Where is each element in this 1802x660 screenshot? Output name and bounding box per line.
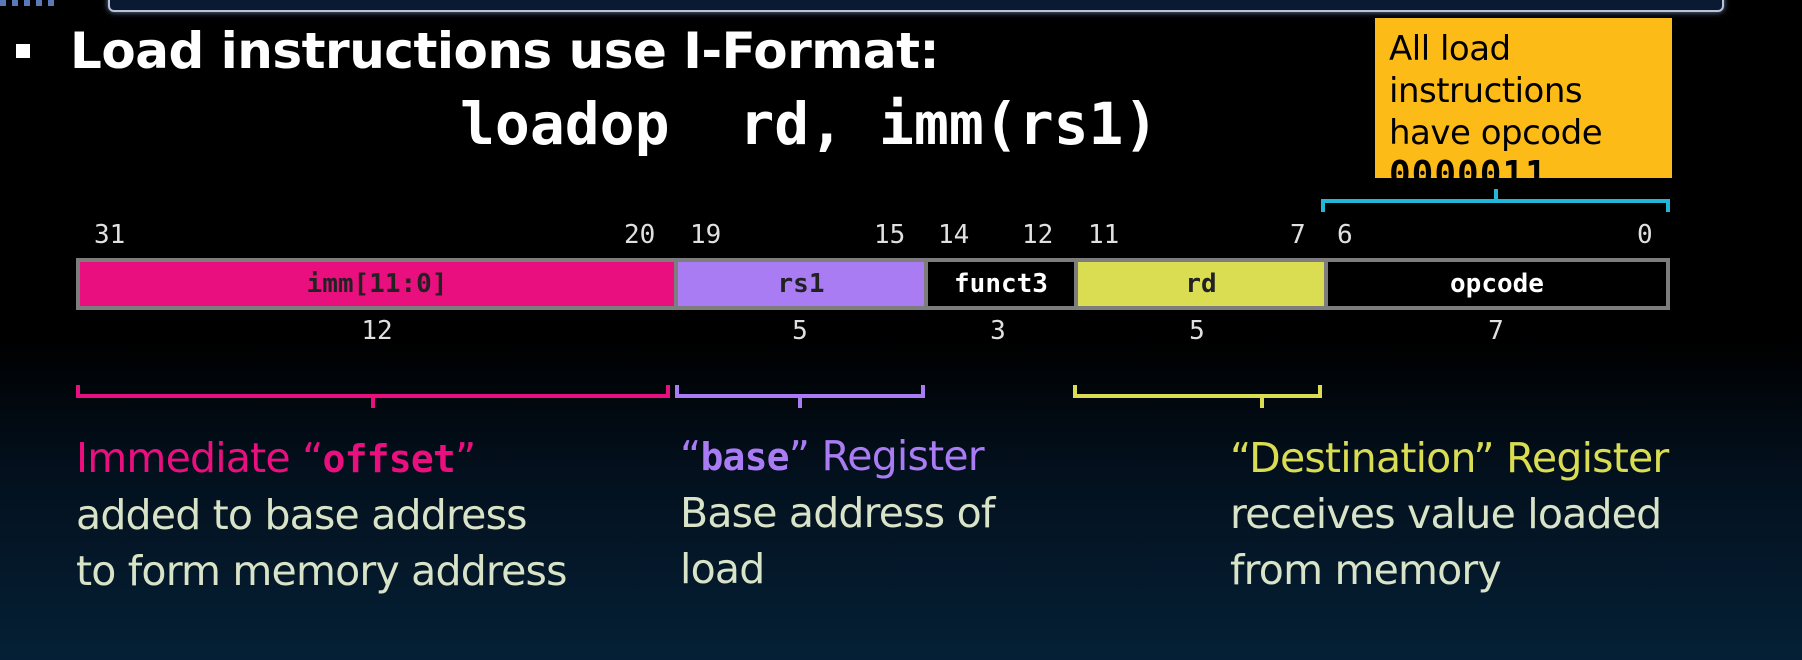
rs1-description-line-2: Base address of bbox=[680, 489, 995, 537]
imm-title-suffix: ” bbox=[454, 434, 476, 482]
bit-position-15: 15 bbox=[874, 220, 906, 250]
callout-bracket bbox=[1321, 189, 1670, 212]
rd-bracket bbox=[1073, 385, 1322, 408]
rs1-title-suffix: ” Register bbox=[788, 432, 985, 480]
instruction-format-bar: imm[11:0] rs1 funct3 rd opcode bbox=[76, 258, 1670, 310]
rs1-title-code: base bbox=[700, 435, 789, 479]
rd-description-line-2: receives value loaded bbox=[1230, 490, 1662, 538]
width-rs1: 5 bbox=[792, 316, 808, 346]
imm-title-prefix: Immediate “ bbox=[76, 434, 323, 482]
bit-position-0: 0 bbox=[1637, 220, 1653, 250]
rs1-description: “base” Register Base address of load bbox=[680, 428, 995, 597]
bit-position-19: 19 bbox=[690, 220, 722, 250]
rs1-bracket bbox=[675, 385, 925, 408]
rd-description-line-3: from memory bbox=[1230, 546, 1502, 594]
callout-line-3: 0000011. bbox=[1389, 154, 1672, 196]
width-rd: 5 bbox=[1189, 316, 1205, 346]
corner-decoration bbox=[0, 0, 60, 6]
width-imm: 12 bbox=[361, 316, 393, 346]
slide-heading: Load instructions use I-Format: bbox=[70, 22, 940, 80]
width-funct3: 3 bbox=[990, 316, 1006, 346]
field-funct3: funct3 bbox=[924, 258, 1078, 310]
bit-position-12: 12 bbox=[1022, 220, 1054, 250]
bullet-square-icon bbox=[16, 44, 30, 58]
imm-title-code: offset bbox=[322, 437, 456, 481]
rs1-description-line-3: load bbox=[680, 545, 765, 593]
bit-position-31: 31 bbox=[94, 220, 126, 250]
callout-line-2: have opcode bbox=[1389, 113, 1603, 153]
field-opcode: opcode bbox=[1324, 258, 1670, 310]
rs1-description-title: “base” Register bbox=[680, 428, 995, 485]
rd-description: “Destination” Register receives value lo… bbox=[1230, 430, 1669, 598]
title-bar-frame bbox=[108, 0, 1724, 12]
width-opcode: 7 bbox=[1488, 316, 1504, 346]
field-rd: rd bbox=[1074, 258, 1328, 310]
field-imm: imm[11:0] bbox=[76, 258, 678, 310]
opcode-callout: All load instructions have opcode 000001… bbox=[1375, 18, 1672, 195]
field-rs1: rs1 bbox=[674, 258, 928, 310]
callout-line-1: All load instructions bbox=[1389, 29, 1583, 111]
imm-description: Immediate “offset” added to base address… bbox=[76, 430, 567, 599]
imm-description-title: Immediate “offset” bbox=[76, 430, 567, 487]
callout-opcode-value: 0000011 bbox=[1389, 154, 1548, 195]
imm-bracket bbox=[76, 385, 670, 408]
callout-period: . bbox=[1547, 155, 1559, 195]
imm-description-line-3: to form memory address bbox=[76, 547, 567, 595]
bit-position-11: 11 bbox=[1088, 220, 1120, 250]
bit-position-7: 7 bbox=[1290, 220, 1306, 250]
rd-description-title: “Destination” Register bbox=[1230, 434, 1669, 482]
rs1-title-prefix: “ bbox=[680, 432, 701, 480]
bit-position-20: 20 bbox=[624, 220, 656, 250]
instruction-syntax: loadop rd, imm(rs1) bbox=[460, 90, 1159, 158]
bit-position-14: 14 bbox=[938, 220, 970, 250]
imm-description-line-2: added to base address bbox=[76, 491, 528, 539]
bit-position-6: 6 bbox=[1337, 220, 1353, 250]
